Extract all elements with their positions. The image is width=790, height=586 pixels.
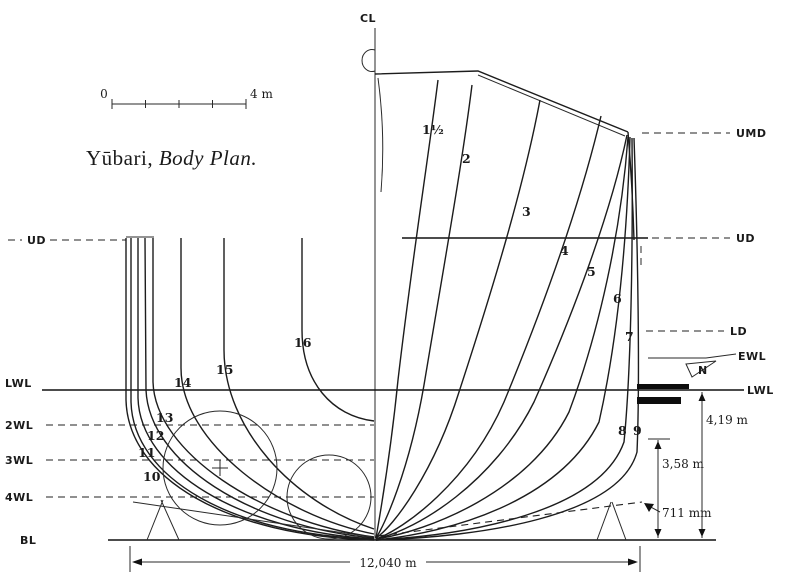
aft-stations bbox=[125, 236, 375, 541]
n-mark-label: N bbox=[698, 364, 708, 377]
station-label-13: 13 bbox=[156, 410, 173, 425]
centerline-label: CL bbox=[360, 12, 376, 25]
shaft-strut-right bbox=[596, 501, 627, 541]
station-curve-11 bbox=[137, 238, 375, 540]
ship-name: Yūbari, bbox=[86, 146, 154, 170]
pennant-mark bbox=[685, 360, 717, 378]
station-label-4: 4 bbox=[560, 243, 569, 258]
station-label-10: 10 bbox=[143, 469, 161, 484]
arrow-left-icon bbox=[132, 558, 142, 566]
lwl-label-left: LWL bbox=[5, 377, 32, 390]
drawing-title: Yūbari, Body Plan. bbox=[86, 146, 257, 171]
arrow-up-left-icon bbox=[644, 503, 654, 512]
rise-of-floor-right bbox=[377, 501, 643, 537]
station-curve-8 bbox=[375, 137, 633, 541]
station-curve-13 bbox=[152, 238, 375, 538]
station-curve-3 bbox=[375, 99, 541, 539]
bow-bulwark-roll bbox=[361, 49, 376, 72]
station-label-12: 12 bbox=[147, 428, 164, 443]
station-label-7: 7 bbox=[625, 329, 634, 344]
dimension-beam: 12,040 m bbox=[129, 546, 641, 572]
belt-bar-upper bbox=[637, 384, 689, 389]
stem-inner-line bbox=[377, 77, 384, 193]
station-label-15: 15 bbox=[216, 362, 233, 377]
station-curve-14 bbox=[180, 238, 375, 535]
station-label-14: 14 bbox=[174, 375, 192, 390]
station-curve-5 bbox=[375, 134, 628, 540]
dimension-711mm: 711 mm bbox=[644, 503, 712, 520]
arrow-down-icon bbox=[654, 529, 662, 537]
scale-zero-label: 0 bbox=[100, 87, 108, 101]
4wl-label: 4WL bbox=[5, 491, 33, 504]
station-label-11: 11 bbox=[138, 445, 155, 460]
station-curve-9 bbox=[375, 137, 640, 541]
umd-label: UMD bbox=[736, 127, 767, 140]
depth-dim-label: 4,19 m bbox=[706, 413, 749, 427]
rise-of-floor-left bbox=[132, 501, 373, 538]
station-label-6: 6 bbox=[613, 291, 622, 306]
arrow-up-icon bbox=[698, 393, 706, 401]
station-curve-6 bbox=[375, 136, 629, 540]
station-label-1-5: 1½ bbox=[422, 122, 444, 137]
station-label-3: 3 bbox=[522, 204, 531, 219]
station-label-9: 9 bbox=[633, 423, 642, 438]
station-labels: 1½ 2 3 4 5 6 7 8 9 10 11 12 13 14 15 16 bbox=[138, 122, 642, 484]
ud-label-right: UD bbox=[736, 232, 755, 245]
arrow-right-icon bbox=[628, 558, 638, 566]
forward-stations bbox=[375, 79, 640, 541]
ld-label: LD bbox=[730, 325, 747, 338]
arrow-down-icon bbox=[698, 529, 706, 537]
arrow-up-icon bbox=[654, 441, 662, 449]
2wl-label: 2WL bbox=[5, 419, 33, 432]
bl-label: BL bbox=[20, 534, 36, 547]
station-curve-4 bbox=[375, 115, 602, 540]
draft-dim-label: 3,58 m bbox=[662, 457, 705, 471]
rise-dim-label: 711 mm bbox=[662, 506, 712, 520]
beam-dim-label: 12,040 m bbox=[359, 556, 417, 570]
station-curve-10 bbox=[130, 238, 375, 540]
ewl-line bbox=[648, 353, 737, 359]
ud-label-left: UD bbox=[27, 234, 46, 247]
station-label-16: 16 bbox=[294, 335, 312, 350]
belt-bar-lower bbox=[637, 397, 681, 404]
aft-shell-outline bbox=[125, 238, 375, 541]
station-label-5: 5 bbox=[587, 264, 596, 279]
dimension-4-19: 4,19 m bbox=[698, 392, 749, 538]
station-label-2: 2 bbox=[462, 151, 471, 166]
forecastle-sheer-inner bbox=[477, 74, 626, 137]
station-curve-1-5 bbox=[375, 79, 439, 539]
dimension-3-58: 3,58 m bbox=[648, 438, 705, 538]
propeller-circle-inner bbox=[286, 454, 372, 540]
propeller-circle-outer bbox=[162, 410, 278, 526]
drawing-type: Body Plan. bbox=[158, 146, 258, 170]
forecastle-sheer-line bbox=[374, 70, 629, 133]
waterlines-left: UD LWL 2WL 3WL 4WL BL bbox=[5, 234, 744, 547]
station-label-8: 8 bbox=[618, 423, 627, 438]
scale-max-label: 4 m bbox=[250, 87, 273, 101]
station-curve-16 bbox=[301, 238, 375, 422]
waterlines-right: UMD UD LD EWL LWL bbox=[402, 127, 774, 397]
lwl-label-right: LWL bbox=[747, 384, 774, 397]
station-curve-2 bbox=[375, 84, 473, 539]
forecastle-side bbox=[627, 131, 635, 241]
scale-bar: 0 4 m bbox=[100, 87, 273, 109]
ewl-label: EWL bbox=[738, 350, 766, 363]
3wl-label: 3WL bbox=[5, 454, 33, 467]
propeller-center-cross bbox=[212, 460, 228, 476]
station-curve-15 bbox=[223, 238, 375, 530]
station-curve-7 bbox=[375, 136, 631, 541]
